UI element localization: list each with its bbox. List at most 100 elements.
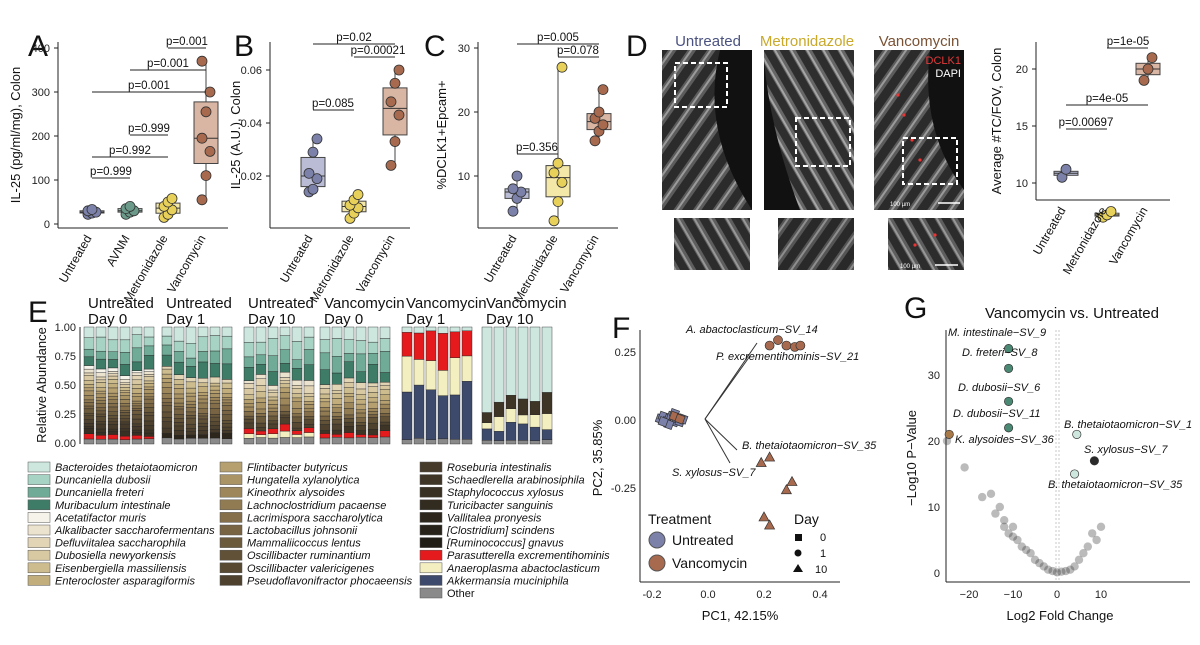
stacked-segment <box>221 326 233 337</box>
stacked-segment <box>131 396 143 402</box>
e-legend-label: Mammaliicoccus lentus <box>247 538 361 550</box>
c-xlabel: Metronidazole <box>511 232 561 305</box>
stacked-segment <box>119 428 131 432</box>
stacked-segment <box>255 385 267 392</box>
stacked-segment <box>541 429 553 440</box>
e-legend-label: Other <box>447 588 475 600</box>
data-point <box>511 170 523 182</box>
data-point <box>200 106 212 118</box>
stacked-segment <box>95 376 107 381</box>
stacked-segment <box>279 430 291 438</box>
a-brackets: p=0.001 p=0.001 p=0.001 p=0.999 p=0.992 … <box>90 36 208 179</box>
stacked-segment <box>303 432 315 438</box>
stacked-segment <box>107 399 119 404</box>
stacked-segment <box>197 434 209 439</box>
c-ytick: 20 <box>458 107 470 119</box>
stacked-segment <box>367 341 379 354</box>
data-point <box>166 193 178 204</box>
stacked-segment <box>303 385 315 394</box>
stacked-segment <box>303 424 315 428</box>
stacked-segment <box>161 354 173 367</box>
stacked-segment <box>107 403 119 408</box>
stacked-segment <box>279 363 291 373</box>
stacked-segment <box>143 376 155 382</box>
stacked-segment <box>437 438 449 445</box>
stacked-segment <box>267 399 279 405</box>
stacked-segment <box>331 419 343 425</box>
data-point <box>196 55 208 67</box>
stacked-segment <box>255 364 267 375</box>
data-point <box>311 133 323 145</box>
e-group-day: Day 10 <box>248 311 296 328</box>
stacked-segment <box>319 433 331 439</box>
panel-g-label: G <box>904 292 927 325</box>
e-group-day: Day 0 <box>88 311 127 328</box>
volcano-point <box>991 509 1000 518</box>
stacked-segment <box>131 361 143 371</box>
e-yticks: 0.00 0.25 0.50 0.75 1.00 <box>55 322 81 450</box>
e-legend-swatch <box>219 499 243 511</box>
g-ylabel: −Log10 P−Value <box>904 410 919 506</box>
stacked-segment <box>243 418 255 424</box>
stacked-segment <box>185 428 197 432</box>
stacked-segment <box>367 397 379 403</box>
stacked-segment <box>449 357 461 396</box>
stacked-segment <box>107 373 119 377</box>
stacked-segment <box>279 404 291 412</box>
panel-d-yticks: 10 15 20 <box>1016 64 1036 190</box>
g-annotation: S. xylosus−SV_7 <box>1084 444 1168 456</box>
stacked-segment <box>95 358 107 370</box>
stacked-segment <box>119 431 131 437</box>
stacked-segment <box>131 400 143 404</box>
stacked-segment <box>83 375 95 381</box>
a-ytick: 100 <box>32 175 50 187</box>
stacked-segment <box>83 395 95 401</box>
volcano-point <box>1017 542 1026 551</box>
panel-b-yticks: 0.02 0.04 0.06 <box>241 65 270 183</box>
stacked-segment <box>209 363 221 378</box>
volcano-point <box>1000 516 1009 525</box>
stacked-segment <box>143 396 155 400</box>
panel-e: E Relative Abundance 0.00 0.25 0.50 0.75… <box>27 295 610 600</box>
stacked-segment <box>481 440 493 445</box>
f-points <box>654 335 806 530</box>
g-annotation: M. intestinale−SV_9 <box>948 327 1046 339</box>
data-point <box>124 200 136 212</box>
stacked-segment <box>367 386 379 393</box>
stacked-segment <box>255 430 267 435</box>
data-point <box>548 167 560 179</box>
stacked-segment <box>529 440 541 445</box>
stacked-segment <box>197 418 209 424</box>
stacked-segment <box>131 423 143 427</box>
volcano-point <box>1008 522 1018 531</box>
stacked-segment <box>255 402 267 410</box>
stacked-segment <box>119 379 131 383</box>
stacked-segment <box>107 339 119 352</box>
data-point <box>204 86 216 98</box>
panel-d: D Untreated Metronidazole Vancomycin <box>626 30 1170 277</box>
d-ytick: 15 <box>1016 121 1028 133</box>
d-zoom-vancomycin: 100 µm <box>888 218 964 270</box>
stacked-segment <box>367 392 379 398</box>
stacked-segment <box>131 432 143 436</box>
stacked-segment <box>291 359 303 369</box>
d-ytick: 10 <box>1016 178 1028 190</box>
e-legend-swatch <box>27 474 51 485</box>
e-group-title: Untreated <box>88 295 154 312</box>
b-ytick: 0.06 <box>241 65 262 77</box>
volcano-point-labeled <box>944 429 954 439</box>
stacked-segment <box>197 413 209 417</box>
stacked-segment <box>279 326 291 336</box>
stacked-segment <box>267 396 279 401</box>
stacked-segment <box>161 433 173 439</box>
stacked-segment <box>131 429 143 433</box>
stacked-segment <box>355 394 367 400</box>
c-xlabels: Untreated Metronidazole Vancomycin <box>481 232 601 305</box>
pca-point <box>764 340 775 351</box>
stacked-segment <box>331 326 343 339</box>
d-title-vancomycin: Vancomycin <box>879 33 960 50</box>
volcano-point-labeled <box>1004 344 1014 354</box>
volcano-point <box>1066 565 1075 574</box>
stacked-segment <box>291 427 303 431</box>
e-legend-swatch <box>419 461 443 473</box>
